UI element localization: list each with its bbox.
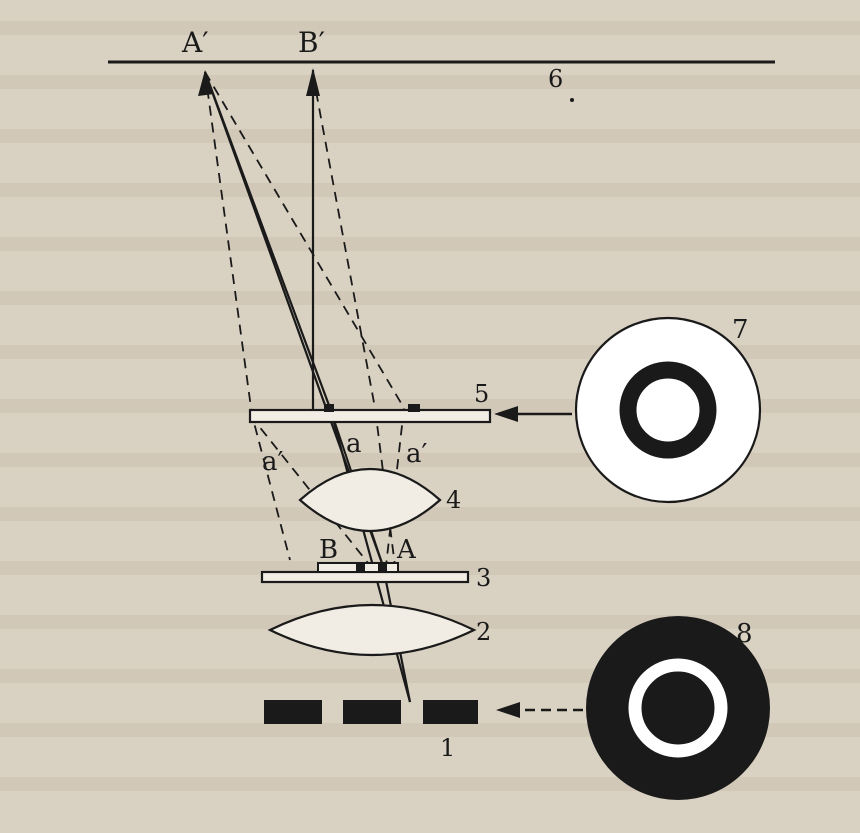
phase-plate-ring-center — [324, 404, 334, 412]
label-ray-a-left: a′ — [262, 447, 284, 477]
label-n8: 8 — [736, 619, 753, 649]
arrow-7-head — [494, 406, 518, 422]
label-ray-a-right: a′ — [406, 439, 428, 469]
arrowhead-b-prime — [306, 68, 320, 96]
label-n5: 5 — [474, 380, 489, 408]
label-ray-a-center: a — [346, 429, 362, 459]
arrow-8-head — [496, 702, 520, 718]
label-image-b: B′ — [298, 26, 325, 59]
label-n1: 1 — [440, 734, 455, 762]
phase-ring-outer-circle — [574, 316, 762, 504]
phase-plate — [248, 408, 492, 424]
label-n2: 2 — [476, 618, 491, 646]
label-n7: 7 — [732, 315, 749, 345]
label-object-b: B — [319, 535, 338, 565]
annular-diaphragm-disc — [586, 616, 770, 800]
phase-plate-ring-right — [408, 404, 420, 412]
specimen-point-a — [378, 563, 387, 572]
diaphragm-block-center — [343, 700, 401, 724]
diaphragm-block-right — [423, 700, 478, 724]
label-n6: 6 — [548, 65, 563, 93]
specimen-slide — [260, 570, 470, 584]
objective-lens — [298, 467, 442, 533]
phase-ring-band — [619, 361, 717, 459]
diaphragm-block-left — [264, 700, 322, 724]
label-object-a: A — [396, 535, 417, 565]
dot-near-6 — [570, 98, 574, 102]
ray-dashed-1 — [204, 71, 291, 561]
label-n4: 4 — [446, 486, 461, 514]
label-image-a: A′ — [181, 26, 209, 59]
label-n3: 3 — [476, 564, 491, 592]
condenser-lens — [267, 604, 477, 656]
annular-diaphragm-ring — [628, 658, 728, 758]
specimen-point-b — [356, 563, 365, 572]
arrowhead-a-prime — [198, 70, 214, 96]
